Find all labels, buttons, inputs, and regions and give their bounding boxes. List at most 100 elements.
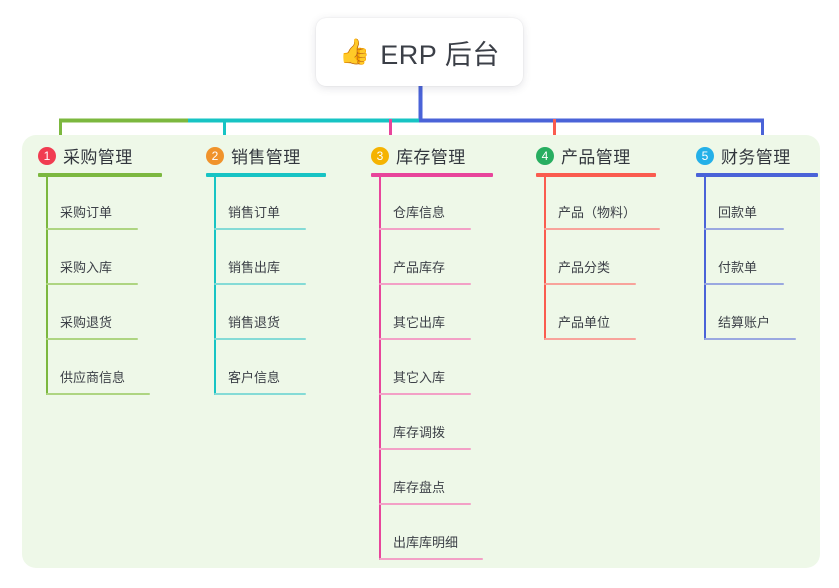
branch-header-rule-3	[371, 173, 493, 177]
list-item-label: 产品单位	[558, 315, 611, 330]
branch-title-3: 库存管理	[396, 148, 466, 167]
list-item-label: 供应商信息	[60, 370, 126, 385]
list-item[interactable]: 产品分类	[544, 230, 670, 285]
branch-spine-2	[214, 175, 216, 395]
page-title: ERP 后台	[380, 39, 500, 70]
branch-title-1: 采购管理	[63, 148, 133, 167]
list-item[interactable]: 库存盘点	[379, 450, 505, 505]
list-item-rule	[704, 283, 784, 285]
list-item[interactable]: 销售退货	[214, 285, 340, 340]
list-item[interactable]: 仓库信息	[379, 175, 505, 230]
branch-item-list-5: 回款单付款单结算账户	[704, 175, 830, 340]
list-item-label: 销售订单	[228, 205, 281, 220]
list-item-label: 其它出库	[393, 315, 446, 330]
list-item-rule	[46, 283, 138, 285]
branch-column-2: 2 销售管理销售订单销售出库销售退货客户信息	[190, 135, 355, 568]
branch-item-list-4: 产品（物料） 产品分类产品单位	[544, 175, 670, 340]
list-item-rule	[46, 338, 138, 340]
list-item-label: 出库库明细	[393, 535, 459, 550]
list-item-label: 仓库信息	[393, 205, 446, 220]
list-item[interactable]: 其它出库	[379, 285, 505, 340]
list-item-label: 结算账户	[718, 315, 771, 330]
list-item-rule	[46, 228, 138, 230]
list-item-label: 销售出库	[228, 260, 281, 275]
branch-badge-5: 5	[696, 146, 714, 165]
branch-spine-5	[704, 175, 706, 340]
list-item[interactable]: 采购入库	[46, 230, 172, 285]
list-item[interactable]: 结算账户	[704, 285, 830, 340]
list-item-label: 库存调拨	[393, 425, 446, 440]
root-node[interactable]: 👍 ERP 后台	[316, 18, 523, 86]
list-item[interactable]: 产品单位	[544, 285, 670, 340]
branch-item-list-1: 采购订单采购入库采购退货供应商信息	[46, 175, 172, 395]
branch-header-rule-5	[696, 173, 818, 177]
branch-badge-4: 4	[536, 146, 554, 165]
list-item-rule	[379, 393, 471, 395]
list-item-rule	[379, 503, 471, 505]
list-item[interactable]: 采购退货	[46, 285, 172, 340]
branch-badge-3: 3	[371, 146, 389, 165]
list-item-rule	[214, 283, 306, 285]
branch-item-list-3: 仓库信息产品库存其它出库其它入库库存调拨库存盘点出库库明细	[379, 175, 505, 560]
branch-spine-4	[544, 175, 546, 340]
branch-column-4: 4 产品管理产品（物料） 产品分类产品单位	[520, 135, 680, 568]
branch-header-rule-2	[206, 173, 326, 177]
list-item[interactable]: 客户信息	[214, 340, 340, 395]
branch-header-rule-4	[536, 173, 656, 177]
list-item-rule	[214, 228, 306, 230]
branch-columns: 1 采购管理采购订单采购入库采购退货供应商信息 2 销售管理销售订单销售出库销售退货客…	[22, 135, 820, 568]
list-item-label: 付款单	[718, 260, 758, 275]
list-item-label: 回款单	[718, 205, 758, 220]
branch-item-list-2: 销售订单销售出库销售退货客户信息	[214, 175, 340, 395]
branch-spine-1	[46, 175, 48, 395]
list-item-label: 客户信息	[228, 370, 281, 385]
branch-header-3[interactable]: 3 库存管理	[371, 143, 466, 168]
list-item-rule	[704, 338, 796, 340]
list-item[interactable]: 出库库明细	[379, 505, 505, 560]
branch-header-rule-1	[38, 173, 162, 177]
branch-header-4[interactable]: 4 产品管理	[536, 143, 631, 168]
list-item-rule	[379, 283, 471, 285]
branch-badge-2: 2	[206, 146, 224, 165]
list-item[interactable]: 销售订单	[214, 175, 340, 230]
branch-column-5: 5 财务管理回款单付款单结算账户	[680, 135, 820, 568]
branch-column-1: 1 采购管理采购订单采购入库采购退货供应商信息	[22, 135, 190, 568]
list-item-label: 其它入库	[393, 370, 446, 385]
branch-title-5: 财务管理	[721, 148, 791, 167]
diagram-panel: 1 采购管理采购订单采购入库采购退货供应商信息 2 销售管理销售订单销售出库销售退货客…	[22, 135, 820, 568]
list-item-rule	[214, 338, 306, 340]
branch-header-5[interactable]: 5 财务管理	[696, 143, 791, 168]
branch-title-2: 销售管理	[231, 148, 301, 167]
list-item-label: 产品（物料）	[558, 205, 637, 220]
list-item-label: 采购入库	[60, 260, 113, 275]
list-item[interactable]: 库存调拨	[379, 395, 505, 450]
list-item[interactable]: 采购订单	[46, 175, 172, 230]
thumbs-up-icon: 👍	[339, 37, 371, 66]
list-item-rule	[46, 393, 150, 395]
list-item-rule	[379, 338, 471, 340]
branch-column-3: 3 库存管理仓库信息产品库存其它出库其它入库库存调拨库存盘点出库库明细	[355, 135, 520, 568]
list-item-label: 库存盘点	[393, 480, 446, 495]
list-item-rule	[379, 228, 471, 230]
branch-header-1[interactable]: 1 采购管理	[38, 143, 133, 168]
list-item-label: 采购退货	[60, 315, 113, 330]
list-item-rule	[214, 393, 306, 395]
branch-header-2[interactable]: 2 销售管理	[206, 143, 301, 168]
list-item-rule	[379, 448, 471, 450]
list-item[interactable]: 付款单	[704, 230, 830, 285]
list-item-rule	[544, 228, 660, 230]
branch-title-4: 产品管理	[561, 148, 631, 167]
list-item-rule	[544, 283, 636, 285]
list-item-rule	[544, 338, 636, 340]
list-item[interactable]: 产品（物料）	[544, 175, 670, 230]
list-item-label: 采购订单	[60, 205, 113, 220]
branch-badge-1: 1	[38, 146, 56, 165]
list-item-rule	[704, 228, 784, 230]
list-item-label: 销售退货	[228, 315, 281, 330]
list-item[interactable]: 产品库存	[379, 230, 505, 285]
list-item[interactable]: 供应商信息	[46, 340, 172, 395]
list-item[interactable]: 销售出库	[214, 230, 340, 285]
list-item[interactable]: 其它入库	[379, 340, 505, 395]
list-item[interactable]: 回款单	[704, 175, 830, 230]
list-item-rule	[379, 558, 483, 560]
